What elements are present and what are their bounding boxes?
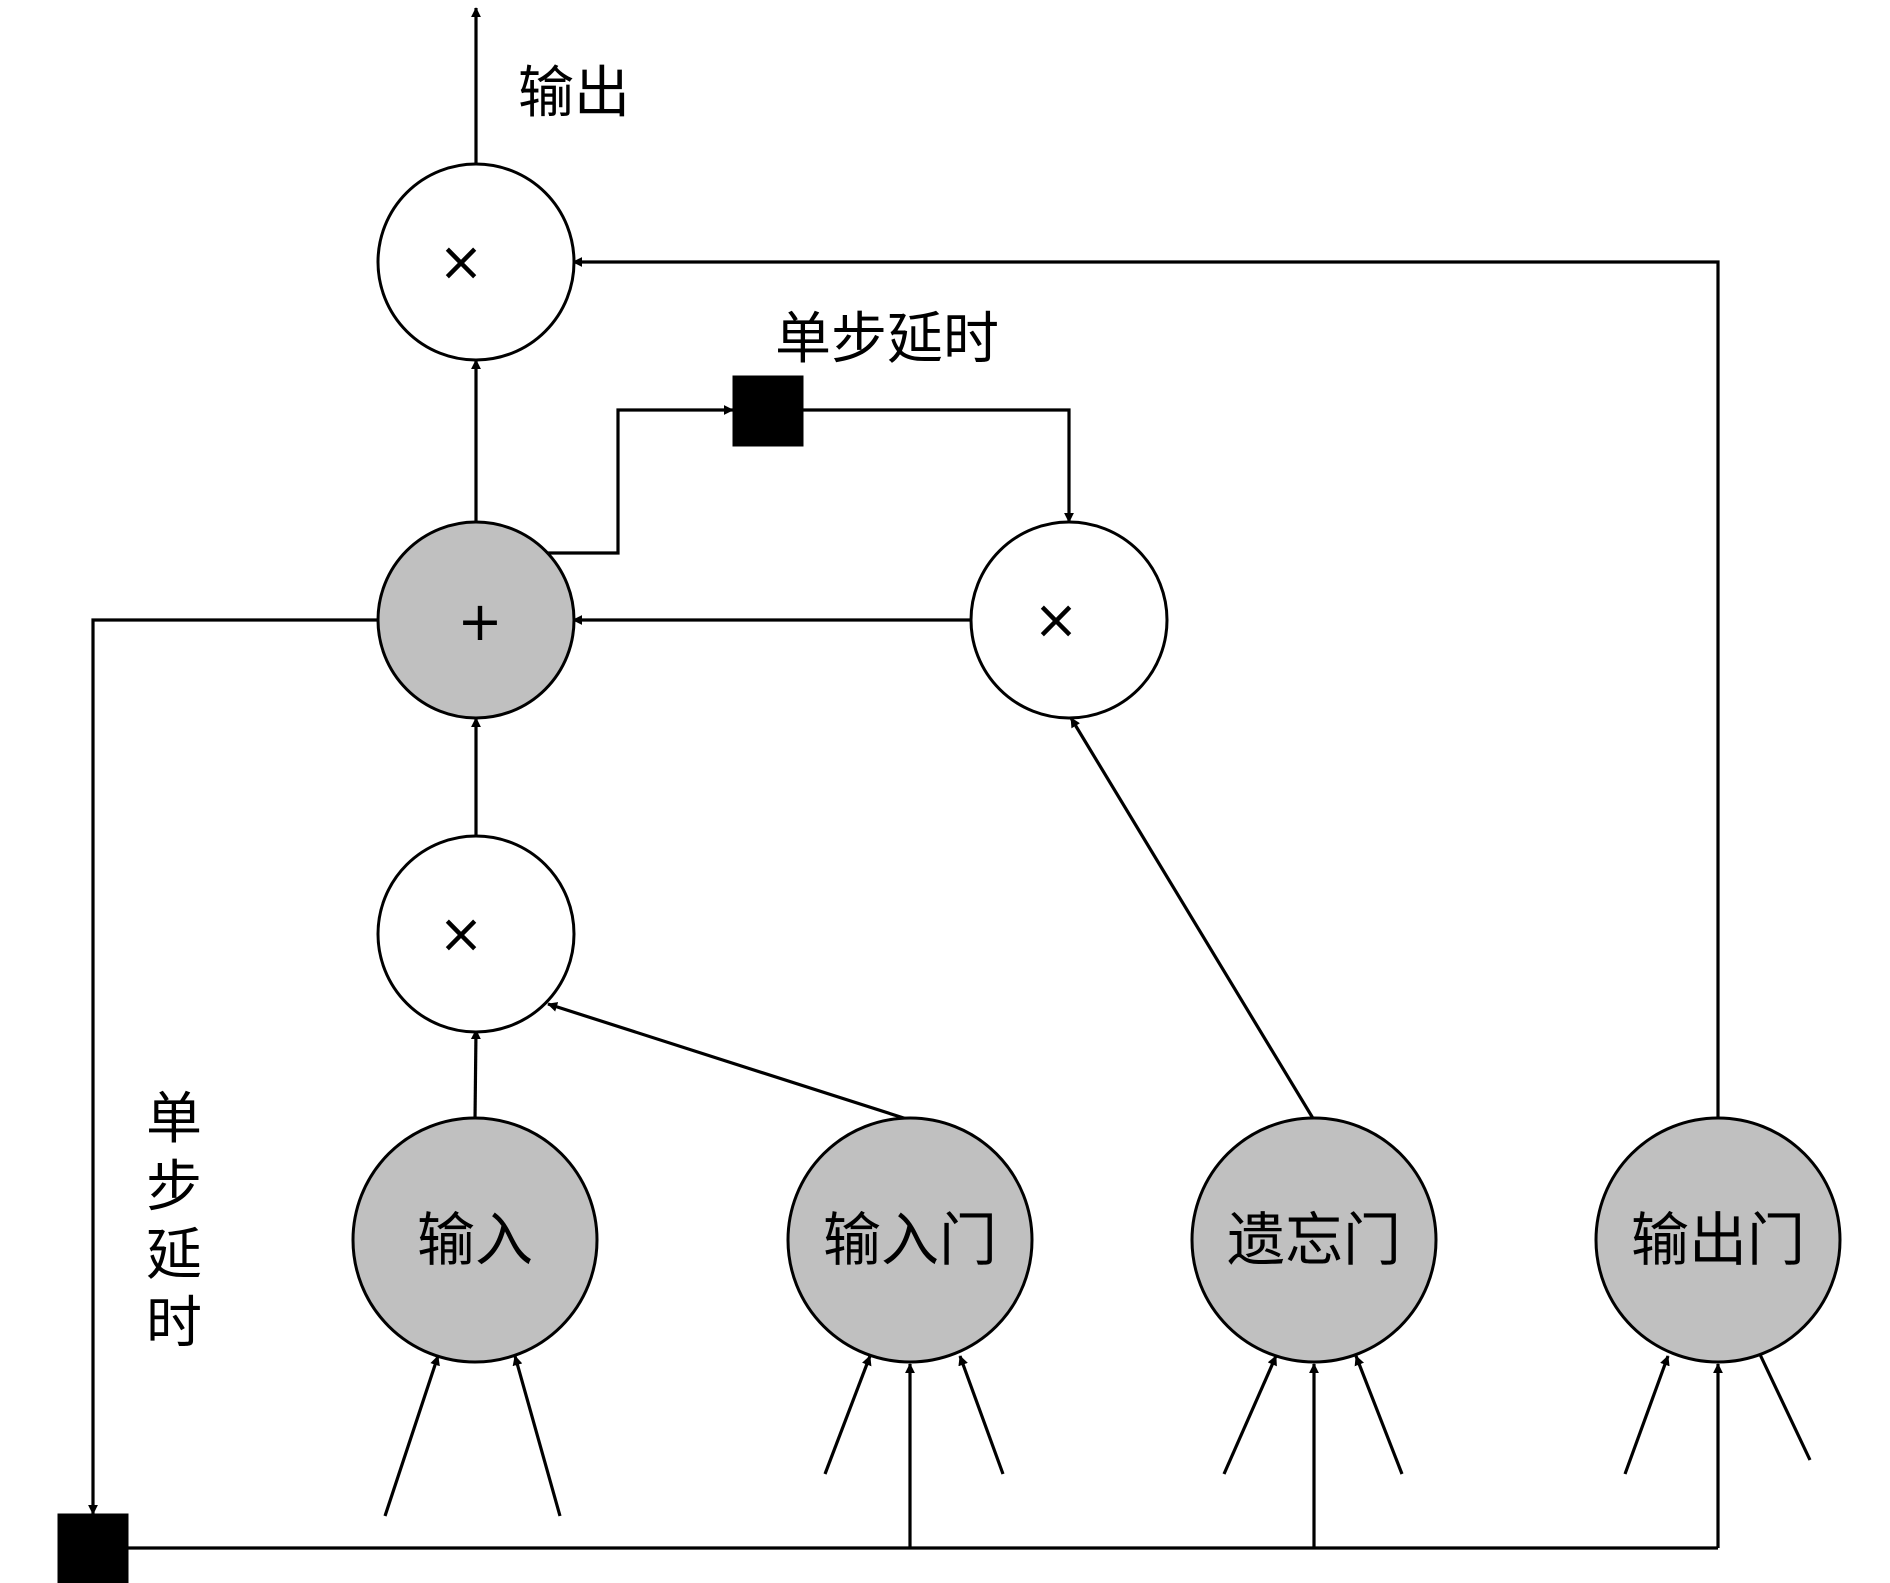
out-multiply-node: × bbox=[376, 162, 576, 362]
input-gate-node: 输入门 bbox=[786, 1116, 1034, 1364]
input-multiply-node: × bbox=[376, 834, 576, 1034]
output-gate-to-out-multiply bbox=[572, 257, 1720, 1120]
cell-add-symbol: + bbox=[457, 590, 502, 653]
forget-multiply-node: × bbox=[969, 520, 1169, 720]
ext-output-gate-2 bbox=[1754, 1345, 1812, 1461]
input-gate-label: 输入门 bbox=[823, 1206, 997, 1274]
input-gate-to-input-multiply bbox=[547, 1002, 911, 1122]
input-node-label: 输入 bbox=[417, 1206, 533, 1274]
left-delay-char: 时 bbox=[146, 1291, 202, 1356]
cell-add-node: + bbox=[376, 520, 576, 720]
left-delay-label: 单 步 延 时 bbox=[146, 1087, 202, 1356]
output-label: 输出 bbox=[518, 61, 630, 126]
input-node: 输入 bbox=[351, 1116, 599, 1364]
ext-input-2 bbox=[512, 1355, 562, 1517]
left-delay-char: 延 bbox=[146, 1223, 202, 1288]
ext-forget-gate-2 bbox=[1354, 1355, 1404, 1475]
output-gate-node: 输出门 bbox=[1594, 1116, 1842, 1364]
forget-gate-to-forget-multiply bbox=[1069, 717, 1316, 1121]
ext-input-gate-2 bbox=[958, 1355, 1005, 1475]
input-multiply-symbol: × bbox=[438, 902, 483, 965]
connections bbox=[88, 7, 1812, 1550]
bottom-delay-block bbox=[57, 1513, 129, 1583]
left-delay-char: 单 bbox=[146, 1087, 202, 1152]
out-multiply-symbol: × bbox=[438, 230, 483, 293]
left-delay-char: 步 bbox=[146, 1155, 202, 1220]
top-delay-label: 单步延时 bbox=[775, 307, 999, 372]
forget-multiply-symbol: × bbox=[1033, 588, 1078, 651]
input-to-input-multiply bbox=[470, 1029, 481, 1121]
ext-input-1 bbox=[383, 1355, 440, 1517]
forget-gate-node: 遗忘门 bbox=[1190, 1116, 1438, 1364]
ext-input-gate-1 bbox=[823, 1355, 872, 1475]
ext-output-gate-1 bbox=[1623, 1355, 1670, 1475]
forget-gate-label: 遗忘门 bbox=[1227, 1206, 1401, 1274]
ext-forget-gate-1 bbox=[1222, 1355, 1278, 1475]
output-gate-label: 输出门 bbox=[1631, 1206, 1805, 1274]
cell-feedback-to-bottom-delay bbox=[88, 618, 378, 1515]
top-delay-to-forget-multiply bbox=[803, 408, 1074, 523]
cell-to-top-delay bbox=[546, 405, 734, 555]
top-delay-block bbox=[732, 375, 804, 447]
